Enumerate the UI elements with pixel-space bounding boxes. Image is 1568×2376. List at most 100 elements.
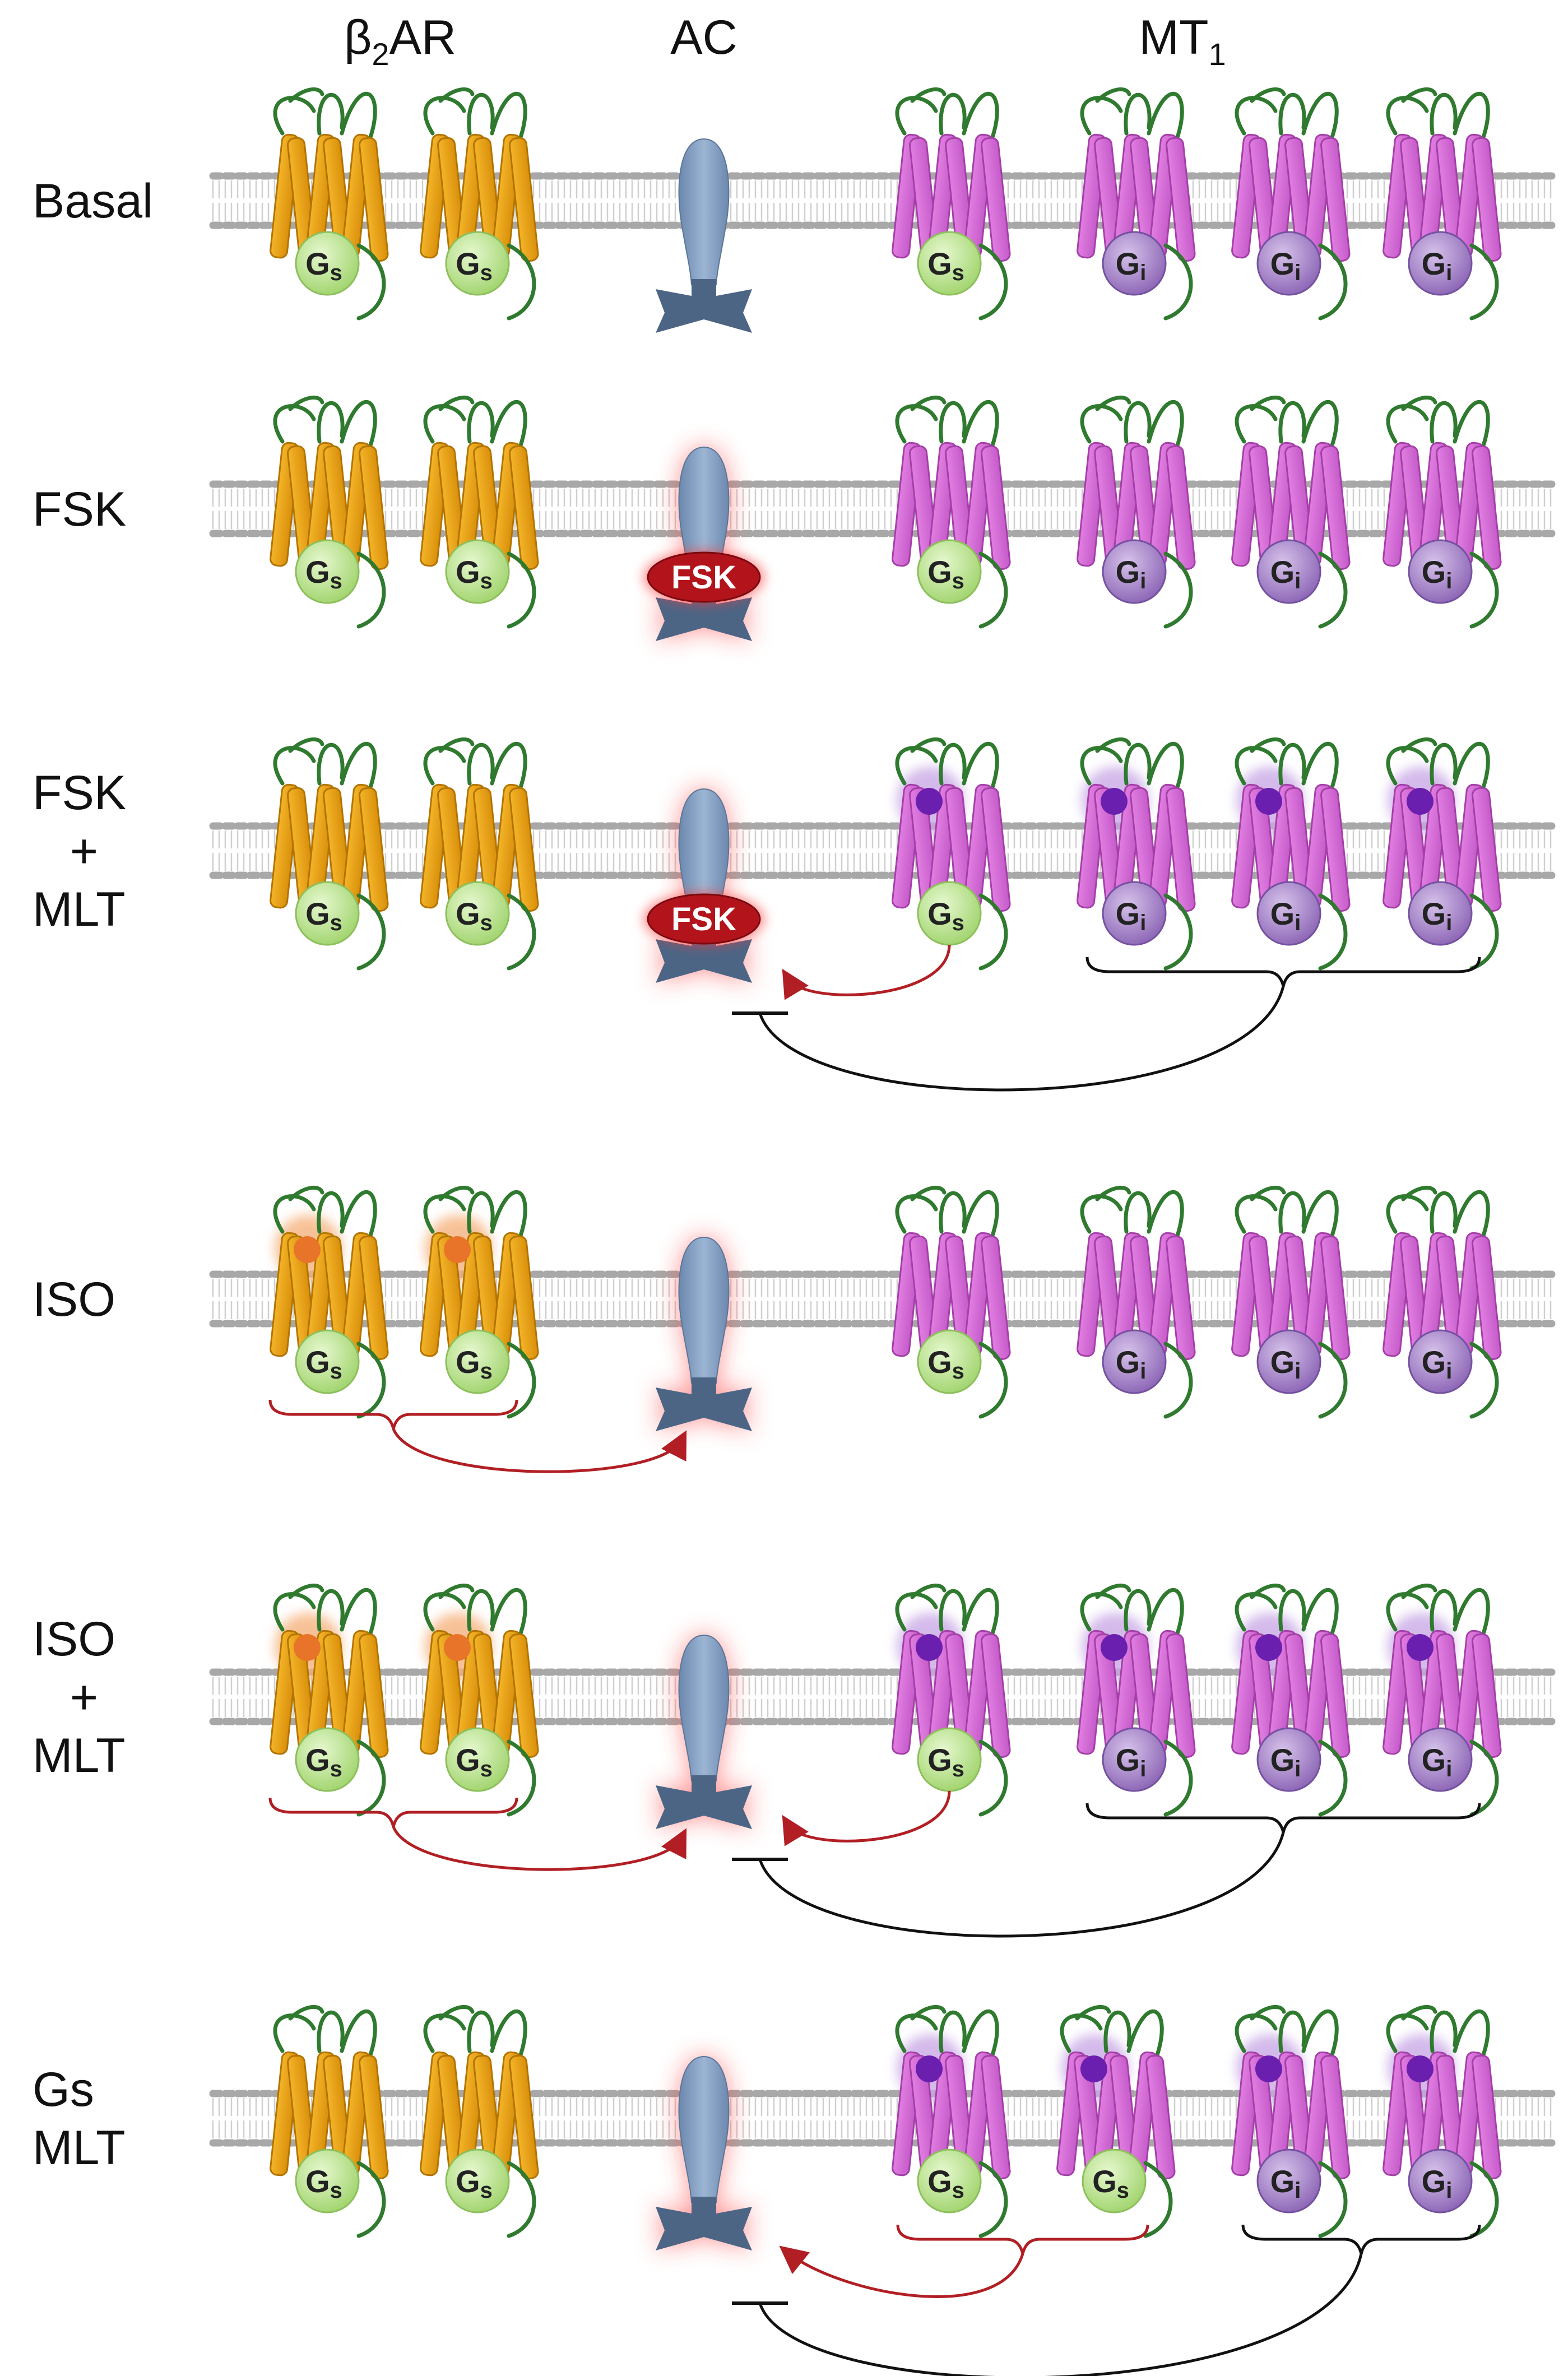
transmembrane-helices [420, 1630, 539, 1758]
extracellular-loops [423, 1584, 527, 1637]
mt1-receptor [892, 737, 1011, 971]
transmembrane-helices [1231, 2051, 1351, 2180]
g-protein-label: Gs [305, 896, 342, 935]
row-label: MLT [33, 883, 126, 936]
mt1-gs-stimulation-arrow [779, 2245, 1024, 2298]
mt1-receptor [1231, 2005, 1351, 2238]
transmembrane-helices [1383, 2051, 1502, 2180]
mt1-gs-stimulation-arrow [782, 1790, 951, 1846]
g-protein-label: Gs [456, 1742, 493, 1781]
gs-protein: Gs [1082, 2148, 1147, 2213]
g-protein-label: Gs [927, 246, 964, 285]
mt1-receptor [1077, 737, 1196, 971]
c-terminal-tail [507, 1739, 536, 1817]
gi-protein: Gi [1102, 539, 1167, 604]
extracellular-loops [1080, 87, 1184, 141]
membrane-tails [212, 180, 1552, 221]
extracellular-loops [895, 396, 999, 449]
gs-protein: Gs [445, 231, 510, 296]
g-protein-label: Gi [1422, 1742, 1453, 1781]
membrane-tails [212, 1677, 1552, 1717]
b2ar-stimulation-arrow [392, 1826, 687, 1871]
b2ar-receptor [420, 1186, 539, 1419]
mt1-receptor [1231, 396, 1351, 629]
adenylyl-cyclase [656, 138, 752, 333]
gs-protein: Gs [917, 1329, 982, 1394]
row-label: Gs [33, 2063, 94, 2117]
gi-protein: Gi [1256, 2148, 1321, 2213]
g-protein-label: Gs [927, 554, 964, 593]
c-terminal-tail [356, 1739, 386, 1817]
mt1-receptor [1231, 1186, 1351, 1419]
extracellular-loops [1080, 737, 1184, 791]
transmembrane-helices [1231, 133, 1351, 262]
g-protein-label: Gs [456, 246, 493, 285]
c-terminal-tail [1469, 893, 1499, 971]
extracellular-loops [423, 87, 527, 141]
transmembrane-helices [892, 1232, 1011, 1361]
gs-protein: Gs [295, 1329, 360, 1394]
transmembrane-helices [1383, 783, 1502, 912]
c-terminal-tail [978, 893, 1008, 971]
c-terminal-tail [507, 1342, 536, 1419]
g-protein-label: Gi [1270, 1742, 1301, 1781]
extracellular-loops [895, 2005, 999, 2059]
mt1-receptor [892, 396, 1011, 629]
c-terminal-tail [1163, 243, 1193, 321]
extracellular-loops [1386, 737, 1490, 791]
iso-ligand [294, 1236, 321, 1263]
transmembrane-helices [892, 783, 1011, 912]
c-terminal-tail [978, 551, 1008, 629]
mt1-gi-brace [1085, 1803, 1481, 1833]
c-terminal-tail [1143, 2161, 1173, 2238]
b2ar-receptor [420, 87, 539, 321]
mt1-receptor [1077, 1186, 1196, 1419]
gs-protein: Gs [917, 2148, 982, 2213]
b2ar-receptor [270, 1584, 389, 1817]
extracellular-loops [895, 87, 999, 141]
mlt-ligand [1255, 2055, 1282, 2082]
gi-protein: Gi [1102, 881, 1167, 946]
extracellular-loops [1235, 737, 1339, 791]
g-protein-label: Gi [1116, 554, 1147, 593]
g-protein-label: Gi [1116, 1742, 1147, 1781]
c-terminal-tail [1318, 893, 1348, 971]
g-protein-label: Gs [305, 554, 342, 593]
adenylyl-cyclase: FSK [643, 788, 764, 983]
b2ar-brace [268, 1399, 518, 1430]
transmembrane-helices [420, 133, 539, 262]
c-terminal-tail [1469, 1739, 1499, 1817]
transmembrane-helices [1383, 133, 1502, 262]
mt1-gi-inhibition-line [758, 1832, 1285, 1938]
g-protein-label: Gi [1422, 2164, 1453, 2203]
extracellular-loops [895, 737, 999, 791]
row-label: ISO [33, 1273, 115, 1326]
transmembrane-helices [1231, 1630, 1351, 1758]
transmembrane-helices [270, 783, 389, 912]
extracellular-loops [1235, 87, 1339, 141]
transmembrane-helices [1077, 1232, 1196, 1361]
g-protein-label: Gs [305, 2164, 342, 2203]
mlt-ligand [1407, 788, 1434, 815]
c-terminal-tail [978, 1739, 1008, 1817]
mt1-receptor [1056, 2005, 1176, 2238]
gi-protein: Gi [1408, 1727, 1473, 1792]
c-terminal-tail [507, 551, 536, 629]
iso-ligand [444, 1634, 471, 1661]
transmembrane-helices [1077, 133, 1196, 262]
c-terminal-tail [507, 893, 536, 971]
fsk-label: FSK [671, 901, 736, 938]
mt1-receptor [1231, 87, 1351, 321]
g-protein-label: Gi [1116, 246, 1147, 285]
gi-protein: Gi [1408, 539, 1473, 604]
g-protein-label: Gs [305, 1344, 342, 1384]
mt1-receptor [1383, 2005, 1502, 2238]
gs-protein: Gs [445, 881, 510, 946]
mt1-receptor [892, 2005, 1011, 2238]
gs-protein: Gs [295, 2148, 360, 2213]
c-terminal-tail [356, 243, 386, 321]
g-protein-label: Gi [1116, 1344, 1147, 1384]
row-label: MLT [33, 2121, 126, 2175]
transmembrane-helices [270, 442, 389, 570]
